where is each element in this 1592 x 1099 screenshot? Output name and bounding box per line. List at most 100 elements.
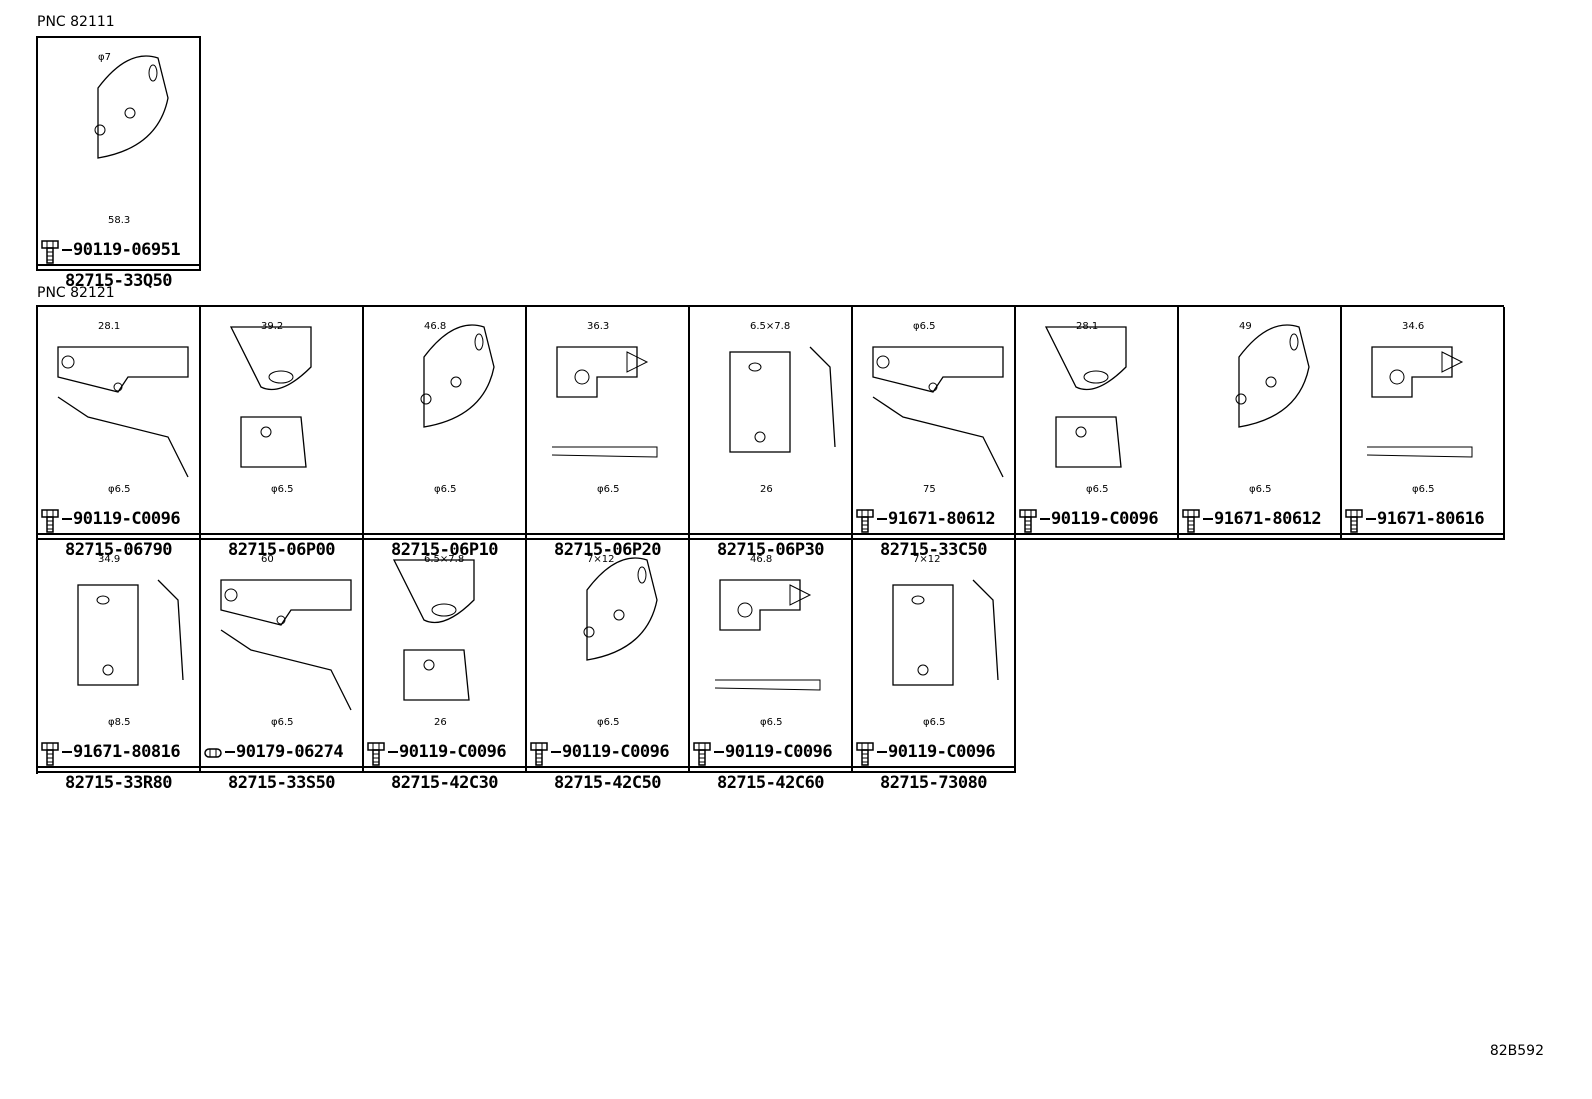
part-drawing: φ7 58.3 <box>38 38 198 238</box>
drawing-reference: 82B592 <box>1489 1043 1544 1059</box>
fastener-row: 90119-C0096 <box>690 740 851 768</box>
dimension-label: φ6.5 <box>760 717 783 728</box>
bolt-icon <box>1019 509 1037 533</box>
dimension-label: 46.8 <box>424 321 446 332</box>
fastener-part-number[interactable]: 90119-C0096 <box>714 742 833 762</box>
fastener-part-number[interactable]: 91671-80612 <box>877 509 996 529</box>
dimension-label: φ7 <box>98 52 111 63</box>
bolt-icon <box>693 742 711 766</box>
fastener-row: 90119-06951 <box>38 238 199 266</box>
dimension-label: 75 <box>923 484 936 495</box>
dimension-label: φ6.5 <box>271 717 294 728</box>
part-number[interactable]: 82715-06790 <box>64 540 173 560</box>
fastener-part-number[interactable]: 90119-C0096 <box>551 742 670 762</box>
fastener-row <box>527 507 688 535</box>
bracket-diagram: 6.5×7.826 <box>392 554 475 728</box>
part-number[interactable]: 82715-06P10 <box>390 540 499 560</box>
part-cell[interactable]: 34.9 φ8.5 91671-80816 82715-33R80 <box>38 540 201 793</box>
part-number[interactable]: 82715-42C50 <box>553 773 662 793</box>
fastener-part-number[interactable]: 90179-06274 <box>225 742 344 762</box>
fastener-part-number[interactable]: 90119-C0096 <box>62 509 181 529</box>
part-drawing: 60 φ6.5 <box>201 540 361 740</box>
fastener-row <box>201 507 362 535</box>
dimension-label: φ6.5 <box>597 717 620 728</box>
part-number[interactable]: 82715-33S50 <box>227 773 336 793</box>
part-cell[interactable]: 60 φ6.5 90179-06274 82715-33S50 <box>201 540 364 793</box>
bolt-icon <box>1345 509 1363 533</box>
part-number[interactable]: 82715-06P00 <box>227 540 336 560</box>
dimension-label: 58.3 <box>108 215 130 226</box>
fastener-part-number[interactable]: 90119-C0096 <box>388 742 507 762</box>
dimension-label: φ6.5 <box>923 717 946 728</box>
bolt-icon <box>367 742 385 766</box>
dimension-label: 34.6 <box>1402 321 1424 332</box>
bolt-icon <box>41 509 59 533</box>
dimension-label: 6.5×7.8 <box>750 321 790 332</box>
fastener-row: 91671-80612 <box>1179 507 1340 535</box>
bracket-diagram: 34.6 φ6.5 <box>1366 321 1473 495</box>
dimension-label: φ6.5 <box>271 484 294 495</box>
parts-grid-82111: φ7 58.3 90119-06951 82715-33Q50 <box>36 36 201 291</box>
dimension-label: 34.9 <box>98 554 120 565</box>
dimension-label: 36.3 <box>587 321 609 332</box>
grid-blank-area <box>1018 542 1507 775</box>
part-cell[interactable]: φ7 58.3 90119-06951 82715-33Q50 <box>38 38 201 291</box>
part-drawing: 36.3 φ6.5 <box>527 307 687 507</box>
dimension-label: φ6.5 <box>108 484 131 495</box>
fastener-part-number[interactable]: 90119-06951 <box>62 240 181 260</box>
dimension-label: φ6.5 <box>913 321 936 332</box>
part-number[interactable]: 82715-06P30 <box>716 540 825 560</box>
bolt-icon <box>41 240 59 264</box>
part-cell[interactable]: 36.3 φ6.5 82715-06P20 <box>527 307 690 560</box>
fastener-part-number[interactable]: 90119-C0096 <box>877 742 996 762</box>
part-cell[interactable]: 6.5×7.8 26 82715-06P30 <box>690 307 853 560</box>
bracket-diagram: 60 φ6.5 <box>220 554 352 728</box>
part-number[interactable]: 82715-73080 <box>879 773 988 793</box>
part-drawing: φ6.5 75 <box>853 307 1013 507</box>
fastener-row: 91671-80612 <box>853 507 1014 535</box>
part-number[interactable]: 82715-33Q50 <box>64 271 173 291</box>
part-cell[interactable]: φ6.5 75 91671-80612 82715-33C50 <box>853 307 1016 560</box>
pnc-label-82111: PNC 82111 <box>37 14 115 30</box>
dimension-label: φ6.5 <box>597 484 620 495</box>
dimension-label: 60 <box>261 554 274 565</box>
dimension-label: 26 <box>434 717 447 728</box>
bracket-diagram: 46.8φ6.5 <box>420 321 495 495</box>
fastener-part-number[interactable]: 91671-80616 <box>1366 509 1485 529</box>
fastener-part-number[interactable]: 91671-80612 <box>1203 509 1322 529</box>
dimension-label: 26 <box>760 484 773 495</box>
dimension-label: φ8.5 <box>108 717 131 728</box>
dimension-label: φ6.5 <box>1412 484 1435 495</box>
bracket-diagram: 34.9 φ8.5 <box>77 554 184 728</box>
fastener-part-number[interactable]: 90119-C0096 <box>1040 509 1159 529</box>
bracket-diagram: φ6.5 75 <box>872 321 1004 495</box>
dimension-label: 49 <box>1239 321 1252 332</box>
part-drawing: 34.9 φ8.5 <box>38 540 198 740</box>
part-number[interactable]: 82715-06P20 <box>553 540 662 560</box>
nut-icon <box>204 748 222 758</box>
part-number[interactable]: 82715-42C30 <box>390 773 499 793</box>
part-number[interactable]: 82715-42C60 <box>716 773 825 793</box>
bolt-icon <box>530 742 548 766</box>
fastener-part-number[interactable]: 91671-80816 <box>62 742 181 762</box>
part-number[interactable]: 82715-33R80 <box>64 773 173 793</box>
part-number[interactable]: 82715-33C50 <box>879 540 988 560</box>
dimension-label: φ6.5 <box>1086 484 1109 495</box>
